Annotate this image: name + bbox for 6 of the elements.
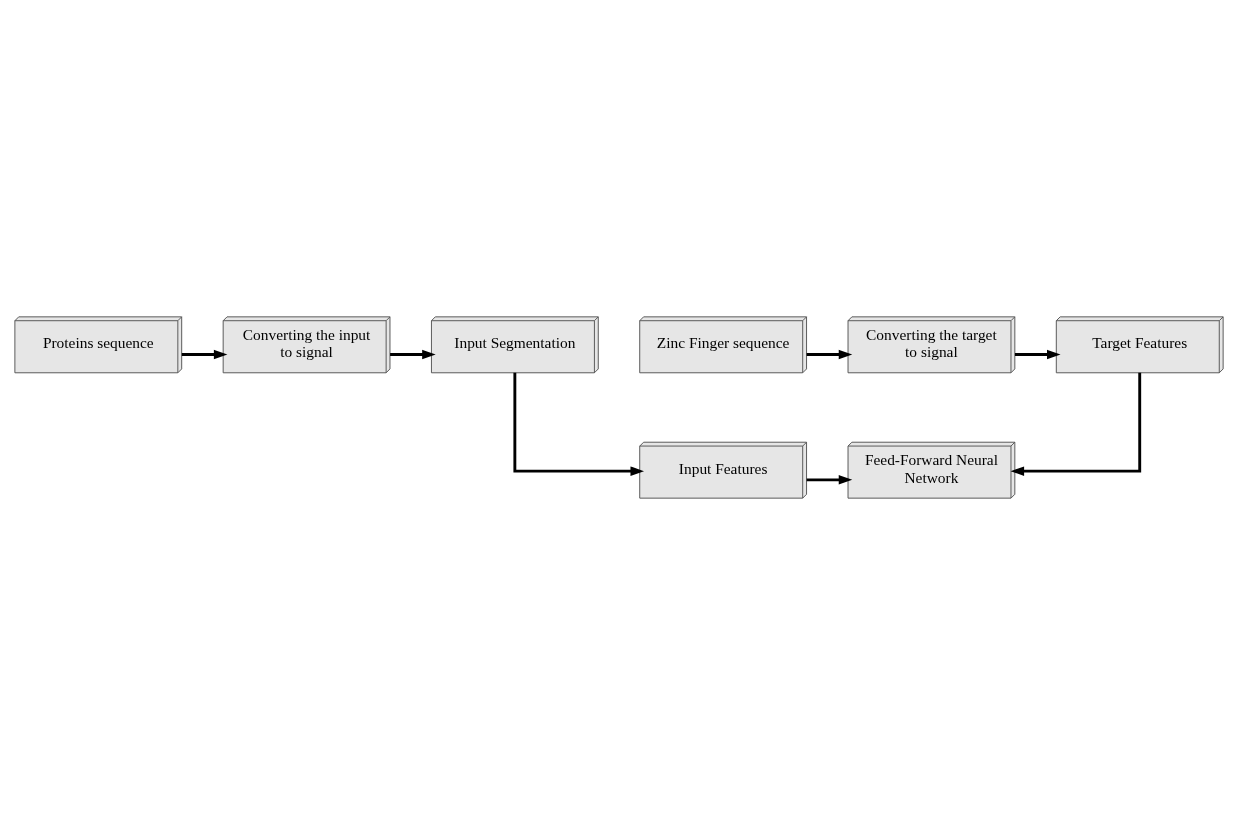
arrow xyxy=(181,349,228,360)
arrow xyxy=(513,372,644,476)
arrow xyxy=(390,349,436,360)
arrow xyxy=(806,475,853,485)
arrow xyxy=(1014,349,1061,360)
arrow xyxy=(806,349,853,360)
